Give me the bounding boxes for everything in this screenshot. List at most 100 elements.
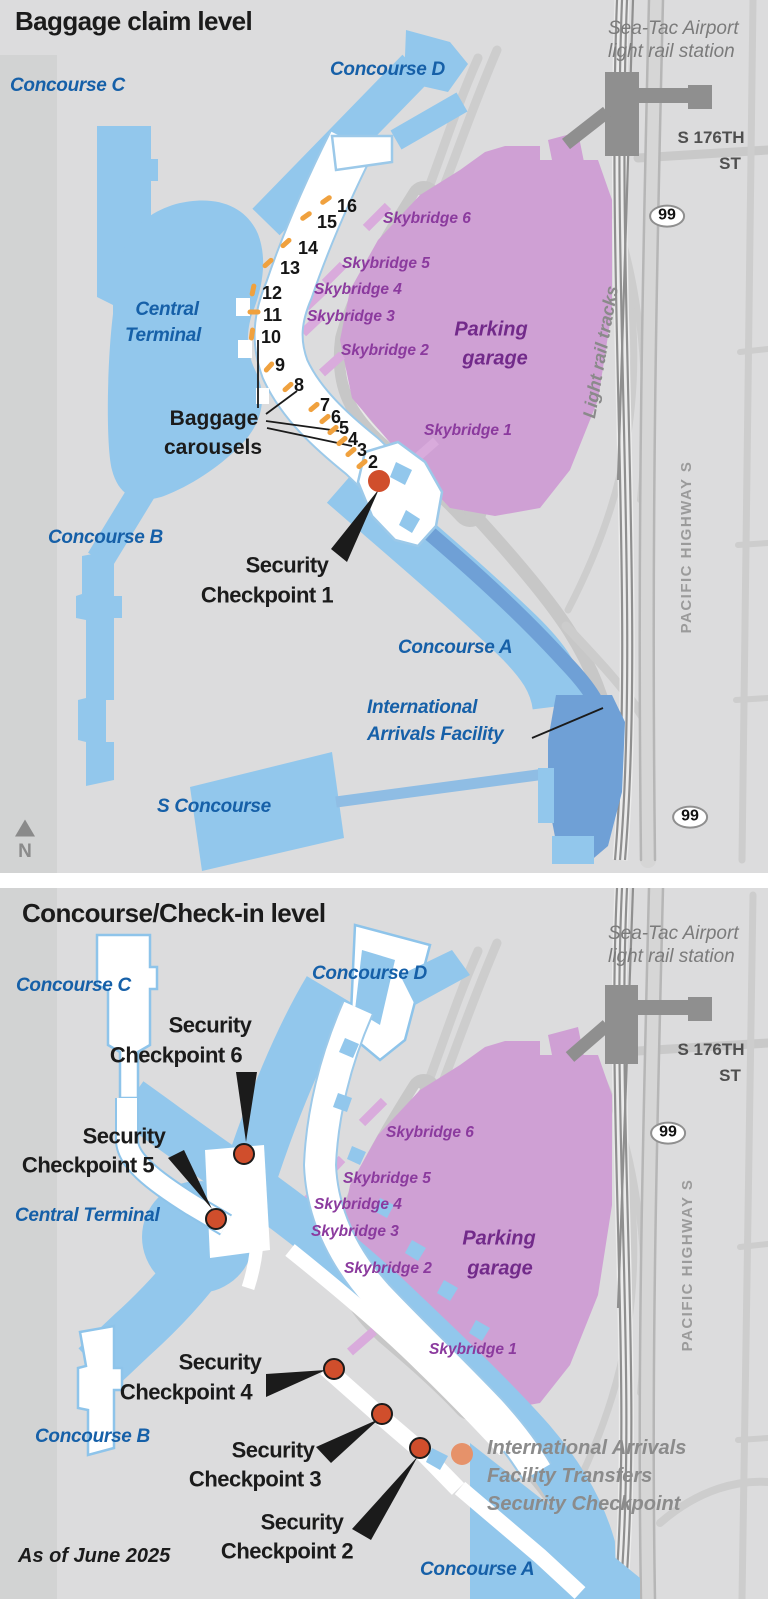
label-concourse-a: Concourse A: [398, 637, 513, 658]
security-checkpoint-1-dot: [368, 470, 390, 492]
carousel-number-5: 5: [339, 418, 350, 438]
label-light-rail-station: light rail station: [608, 41, 735, 62]
carousel-number-14: 14: [298, 238, 319, 258]
label-checkpoint-4: Checkpoint 4: [119, 1379, 253, 1405]
label-skybridge-5: Skybridge 5: [343, 1170, 431, 1187]
light-rail-station-shape: [562, 72, 712, 156]
carousel-number-9: 9: [275, 355, 286, 375]
baggage-carousel-dash: [326, 423, 340, 437]
label-parking: Parking: [462, 1227, 536, 1250]
baggage-claim-terrain: [76, 0, 768, 871]
north-arrow-icon: [15, 819, 35, 837]
label-skybridge-4: Skybridge 4: [314, 281, 402, 298]
label-terminal: Terminal: [124, 325, 202, 347]
label-light-rail-tracks: Light rail tracks: [579, 284, 623, 420]
label-international: International: [367, 697, 478, 718]
label-checkpoint-3: Checkpoint 3: [188, 1466, 322, 1492]
baggage-carousel-dash: [319, 194, 333, 206]
baggage-carousel-dash: [307, 400, 321, 414]
carousel-number-6: 6: [331, 407, 342, 427]
label-checkpoint-5: Checkpoint 5: [21, 1152, 155, 1178]
label-concourse-c: Concourse C: [10, 75, 125, 96]
label-security: Security: [82, 1123, 166, 1149]
carousel-number-12: 12: [262, 283, 283, 303]
baggage-carousel-dash: [279, 236, 293, 250]
label-concourse-b: Concourse B: [48, 527, 163, 548]
label-skybridge-4: Skybridge 4: [314, 1196, 402, 1213]
baggage-carousel-dash: [344, 445, 358, 459]
carousel-number-4: 4: [348, 429, 359, 449]
label-checkpoint-2: Checkpoint 2: [220, 1538, 354, 1564]
label-skybridge-1: Skybridge 1: [429, 1341, 517, 1358]
security-checkpoint-6-dot: [233, 1143, 255, 1165]
map-title-concourse-checkin: Concourse/Check-in level: [22, 898, 326, 928]
map-title-baggage-claim: Baggage claim level: [15, 6, 253, 36]
terminal-buildings: [76, 923, 640, 1599]
label-security: Security: [260, 1509, 344, 1535]
label-baggage: Baggage: [169, 406, 259, 430]
label-concourse-b: Concourse B: [35, 1426, 150, 1447]
carousel-number-15: 15: [317, 212, 338, 232]
label-skybridge-1: Skybridge 1: [424, 422, 512, 439]
label-s-176th: S 176TH: [677, 128, 745, 148]
label-concourse-c: Concourse C: [16, 975, 131, 996]
label-carousels: carousels: [163, 435, 263, 459]
label-skybridge-5: Skybridge 5: [342, 255, 430, 272]
baggage-carousel-dash: [247, 309, 261, 315]
baggage-carousel-dash: [262, 360, 276, 374]
label-central-terminal: Central Terminal: [15, 1205, 160, 1226]
label-arrivals-facility: Arrivals Facility: [367, 724, 504, 745]
baggage-carousel-dash: [281, 380, 295, 394]
light-rail-station-shape: [565, 985, 712, 1064]
carousel-number-7: 7: [320, 395, 331, 415]
carousel-number-16: 16: [337, 196, 358, 216]
label-light-rail-station: light rail station: [608, 946, 735, 967]
baggage-carousel-dash: [248, 327, 256, 341]
label-skybridge-6: Skybridge 6: [386, 1124, 474, 1141]
label-concourse-d: Concourse D: [312, 963, 427, 984]
baggage-carousel-dash: [335, 434, 349, 448]
baggage-carousel-dash: [261, 256, 275, 270]
route-99-badge: 99: [649, 204, 685, 228]
label-skybridge-6: Skybridge 6: [383, 210, 471, 227]
label-central: Central: [135, 299, 199, 321]
as-of-date: As of June 2025: [18, 1545, 171, 1567]
label-s-176th: S 176TH: [677, 1040, 745, 1060]
label-sea-tac-airport: Sea-Tac Airport: [608, 18, 739, 39]
baggage-carousel-dash: [299, 210, 313, 222]
label-pacific-highway-s: PACIFIC HIGHWAY S: [678, 460, 696, 634]
label-pacific-highway-s: PACIFIC HIGHWAY S: [679, 1178, 697, 1352]
concourse-checkin-terrain: [0, 888, 768, 1599]
security-checkpoint-2-dot: [409, 1437, 431, 1459]
route-99-badge: 99: [672, 805, 708, 829]
label-sea-tac-airport: Sea-Tac Airport: [608, 923, 739, 944]
label-concourse-d: Concourse D: [330, 59, 445, 80]
label-skybridge-3: Skybridge 3: [307, 308, 395, 325]
label-st: ST: [719, 154, 741, 174]
label-security: Security: [178, 1349, 262, 1375]
security-checkpoint-4-dot: [323, 1358, 345, 1380]
carousel-number-13: 13: [280, 258, 301, 278]
label-s-concourse: S Concourse: [157, 796, 271, 817]
label-garage: garage: [467, 1257, 533, 1280]
label-international-arrivals: International Arrivals: [487, 1437, 687, 1459]
north-label: N: [18, 841, 32, 863]
route-99-badge: 99: [650, 1121, 686, 1145]
label-checkpoint-1: Checkpoint 1: [200, 582, 334, 608]
label-facility-transfers: Facility Transfers: [487, 1465, 653, 1487]
label-security: Security: [231, 1437, 315, 1463]
label-skybridge-2: Skybridge 2: [344, 1260, 432, 1277]
security-checkpoint-5-dot: [205, 1208, 227, 1230]
carousel-number-3: 3: [357, 440, 368, 460]
carousel-number-2: 2: [368, 452, 379, 472]
iaf-transfers-checkpoint-dot: [451, 1443, 473, 1465]
baggage-carousel-dash: [249, 283, 257, 297]
label-skybridge-2: Skybridge 2: [341, 342, 429, 359]
carousel-number-11: 11: [263, 305, 283, 325]
label-concourse-a: Concourse A: [420, 1559, 535, 1580]
